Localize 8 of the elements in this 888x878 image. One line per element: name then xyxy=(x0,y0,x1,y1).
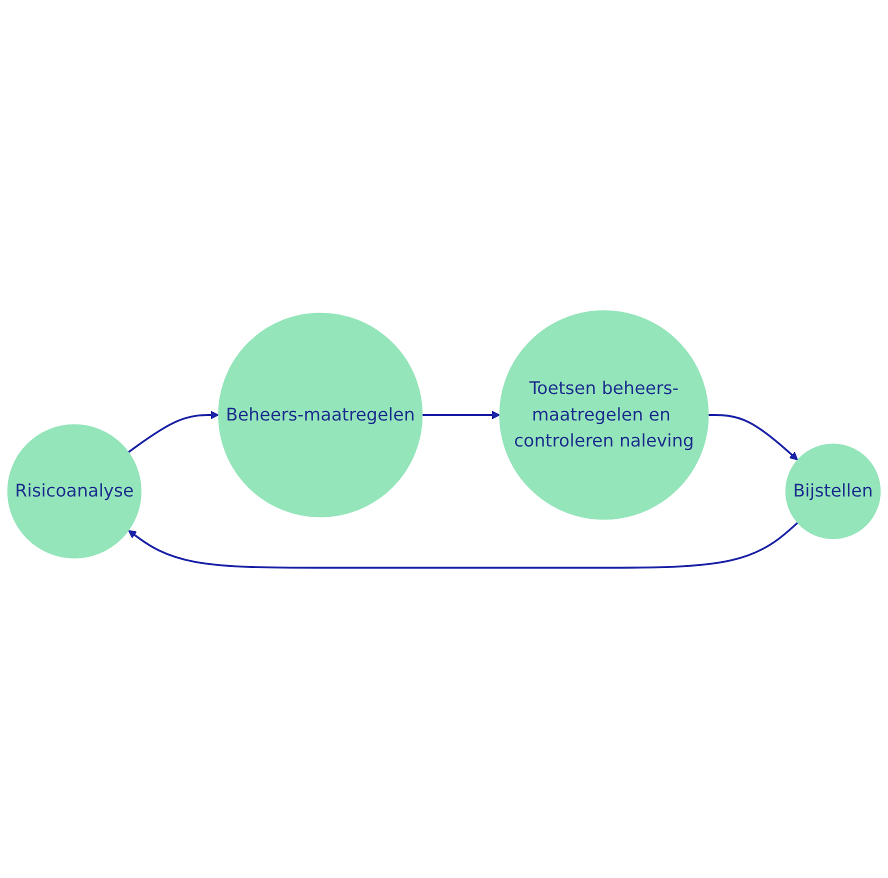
node-circle: Bijstellen xyxy=(785,443,881,539)
arrow xyxy=(128,410,219,453)
node-circle: Toetsen beheers-maatregelen en controleren naleving xyxy=(499,310,709,520)
arrow xyxy=(708,414,798,460)
node-circle: Risicoanalyse xyxy=(7,424,142,558)
node-circle: Beheers-maatregelen xyxy=(218,312,423,518)
arrow xyxy=(128,522,798,568)
arrow xyxy=(422,410,500,420)
